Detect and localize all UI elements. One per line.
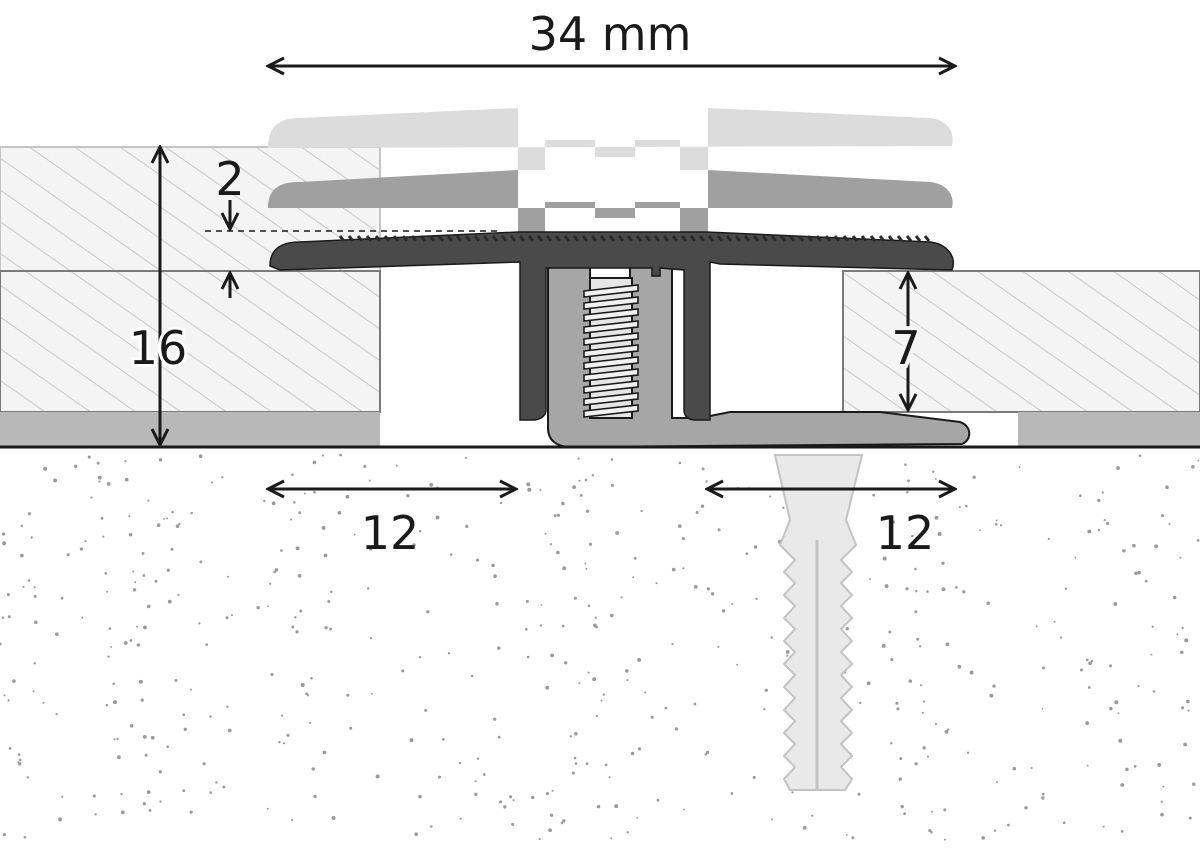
label-left-leg: 12 [361, 506, 420, 560]
left-floor-covering [0, 146, 381, 447]
label-total-height: 16 [129, 321, 188, 375]
right-underlay [1018, 412, 1200, 447]
label-overall-width: 34 mm [529, 7, 692, 61]
label-height-adjust: 2 [215, 152, 244, 206]
label-right-floor-height: 7 [891, 321, 920, 375]
left-floor-lower-layer [0, 270, 381, 413]
wall-plug-dowel [773, 454, 864, 791]
subfloor-speckle [0, 453, 1200, 841]
label-right-leg: 12 [876, 506, 935, 560]
profile-top-ghost-high [268, 108, 953, 170]
dimension-lines [160, 66, 955, 489]
profile-top-ghost-mid [268, 170, 953, 232]
screw [583, 277, 639, 419]
profile-top-current [269, 231, 954, 421]
subfloor [0, 447, 1200, 847]
left-underlay [0, 412, 380, 447]
